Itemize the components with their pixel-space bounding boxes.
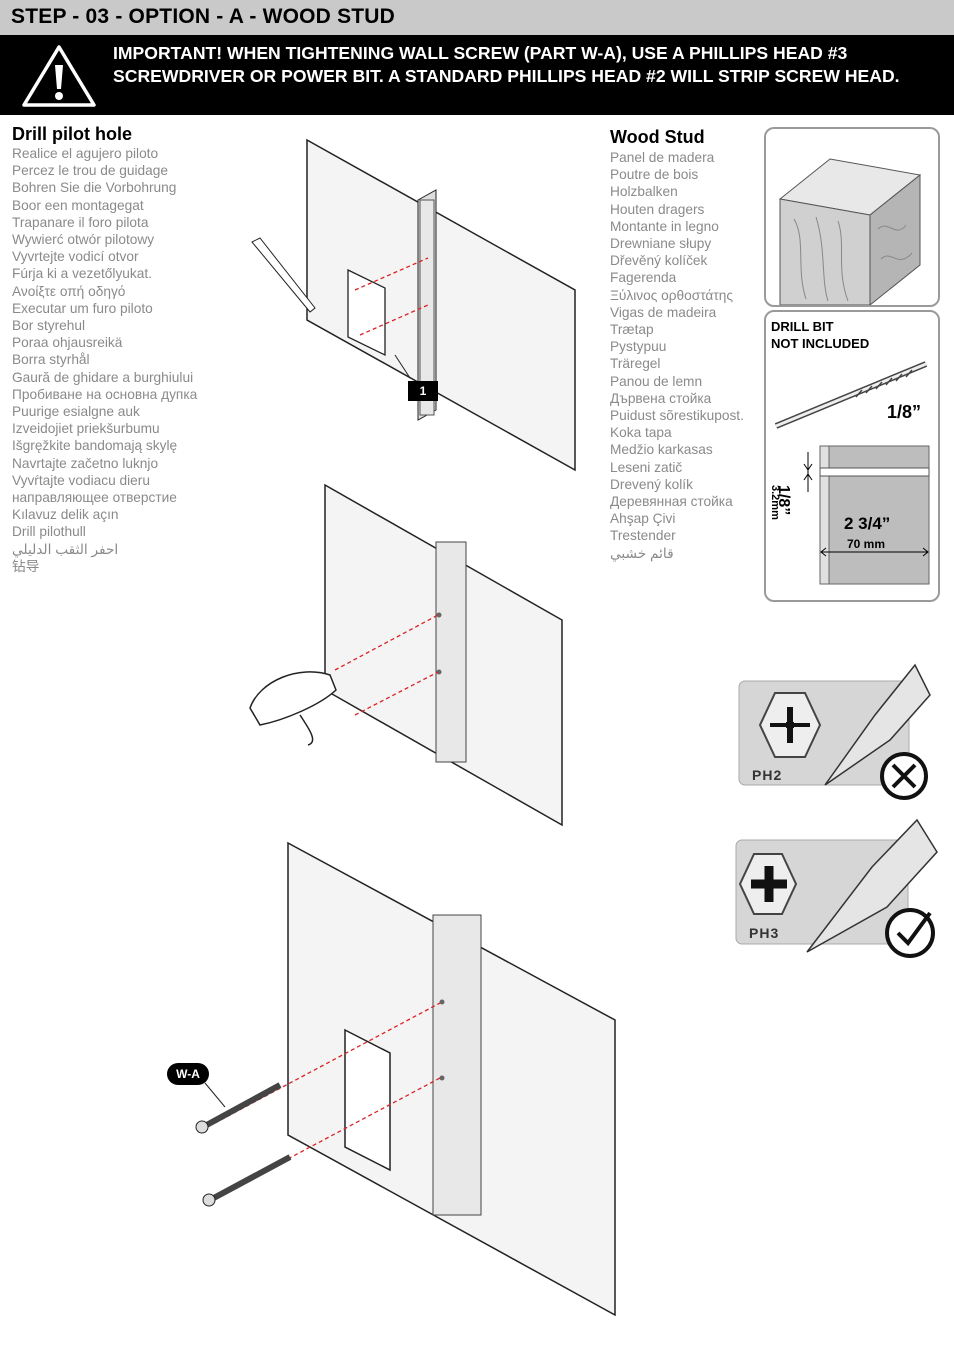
stud-translation-item: Puidust sõrestikupost.	[610, 408, 744, 424]
stud-translation-item: Träregel	[610, 356, 661, 372]
stud-heading: Wood Stud	[610, 127, 705, 147]
drill-translation-item: направляющее отверстие	[12, 490, 177, 506]
drill-heading: Drill pilot hole	[12, 124, 132, 144]
drill-translation-item: 钻导	[12, 558, 40, 574]
stud-translation-item: Koka tapa	[610, 425, 672, 441]
drill-translation-item: Borra styrhål	[12, 352, 90, 368]
drill-translation-item: Пробиване на основна дупка	[12, 386, 198, 402]
depth-mm: 70 mm	[847, 537, 886, 551]
stud-translation-item: Medžio karkasas	[610, 442, 713, 458]
stud-translation-item: Деревянная стойка	[610, 494, 733, 510]
bit-size: 1/8”	[887, 402, 922, 422]
drill-translation-item: Trapanare il foro pilota	[12, 214, 149, 230]
stud-translation-item: Poutre de bois	[610, 167, 699, 183]
stud-illustration-box	[764, 127, 940, 307]
drill-translation-item: Bor styrehul	[12, 318, 86, 334]
ph2-label: PH2	[752, 767, 783, 783]
title-bar: STEP - 03 - OPTION - A - WOOD STUD	[0, 0, 954, 35]
stud-translation-item: Ξύλινος ορθοστάτης	[610, 287, 733, 303]
drill-translation-item: Vyvŕtajte vodiacu dieru	[12, 472, 150, 488]
ph2-panel: PH2	[725, 655, 935, 805]
stud-translation-item: Trestender	[610, 528, 676, 544]
drill-bit-image	[774, 361, 928, 429]
drill-translation-item: Wywierć otwór pilotowy	[12, 232, 155, 248]
drill-translation-item: Ανοίξτε οπή οδηγό	[12, 283, 126, 299]
ph3-bit-image	[735, 818, 938, 953]
stud-translation-item: Montante in legno	[610, 218, 719, 234]
hole-diagram	[803, 445, 930, 585]
drill-translation-item: Poraa ohjausreikä	[12, 335, 123, 351]
depth: 2 3/4”	[844, 514, 891, 533]
drill-translation-item: Gaură de ghidare a burghiului	[12, 369, 194, 385]
drill-translation-item: Fúrja ki a vezetőlyukat.	[12, 266, 152, 282]
hole-diameter-mm: 3.2mm	[769, 485, 781, 520]
drilling-illustration	[249, 483, 563, 827]
stud-translation-item: Trætap	[610, 322, 654, 338]
part-callout: W-A	[167, 1063, 209, 1085]
drill-bit-label-2: NOT INCLUDED	[771, 336, 870, 351]
ph2-bit-image	[738, 663, 931, 786]
drill-bit-label-1: DRILL BIT	[771, 319, 834, 334]
drill-translation-item: Išgręžkite bandomają skylę	[12, 438, 178, 454]
stud-translation-item: Panel de madera	[610, 150, 715, 165]
stud-translation-item: Panou de lemn	[610, 373, 703, 389]
drill-translation-item: Bohren Sie die Vorbohrung	[12, 180, 177, 196]
ph3-label: PH3	[749, 925, 780, 941]
stud-translation-item: Holzbalken	[610, 184, 678, 200]
stud-translation-item: Pystypuu	[610, 339, 667, 355]
warning-icon	[22, 45, 96, 107]
mark-holes-illustration	[251, 138, 576, 472]
step-callout: 1	[408, 381, 438, 401]
warning-text: IMPORTANT! WHEN TIGHTENING WALL SCREW (P…	[113, 43, 900, 86]
stud-translation-item: Vigas de madeira	[610, 304, 717, 320]
page-title: STEP - 03 - OPTION - A - WOOD STUD	[11, 5, 396, 28]
drill-translation-item: Boor een montagegat	[12, 197, 144, 213]
stud-translation-item: Drevený kolík	[610, 476, 693, 492]
wood-stud-image	[778, 158, 922, 307]
stud-translation-item: Drewniane słupy	[610, 236, 712, 252]
drill-translation-item: Percez le trou de guidage	[12, 163, 168, 179]
drill-translation-item: Navrtajte začetno luknjo	[12, 455, 159, 471]
stud-translation-item: Дървена стойка	[610, 390, 712, 406]
stud-translation-item: Leseni zatič	[610, 459, 683, 475]
drill-translation-item: Drill pilothull	[12, 524, 86, 540]
stud-translation-item: قائم خشبي	[610, 545, 674, 561]
warning-bar	[0, 35, 954, 115]
drill-translation-item: Kılavuz delik açın	[12, 507, 119, 523]
wrong-icon	[880, 752, 928, 800]
stud-translation-item: Fagerenda	[610, 270, 677, 286]
drill-translation-item: Realice el agujero piloto	[12, 146, 159, 161]
mount-illustration	[195, 841, 616, 1317]
drill-translation-item: Izveidojiet priekšurbumu	[12, 421, 160, 437]
ph3-panel: PH3	[722, 812, 944, 972]
drill-translation-item: Puurige esialgne auk	[12, 404, 140, 420]
drill-bit-box: DRILL BIT NOT INCLUDED 1/8” 1/8” 3.2mm 2…	[764, 310, 940, 602]
drill-translation-item: احفر الثقب الدليلي	[12, 541, 119, 557]
drill-translation-item: Executar um furo piloto	[12, 300, 153, 316]
stud-translation-item: Dřevěný kolíček	[610, 253, 708, 269]
correct-icon	[885, 908, 935, 958]
stud-translation-item: Ahşap Çivi	[610, 511, 676, 527]
drill-translation-item: Vyvrtejte vodicí otvor	[12, 249, 139, 265]
stud-translation-item: Houten dragers	[610, 201, 705, 217]
